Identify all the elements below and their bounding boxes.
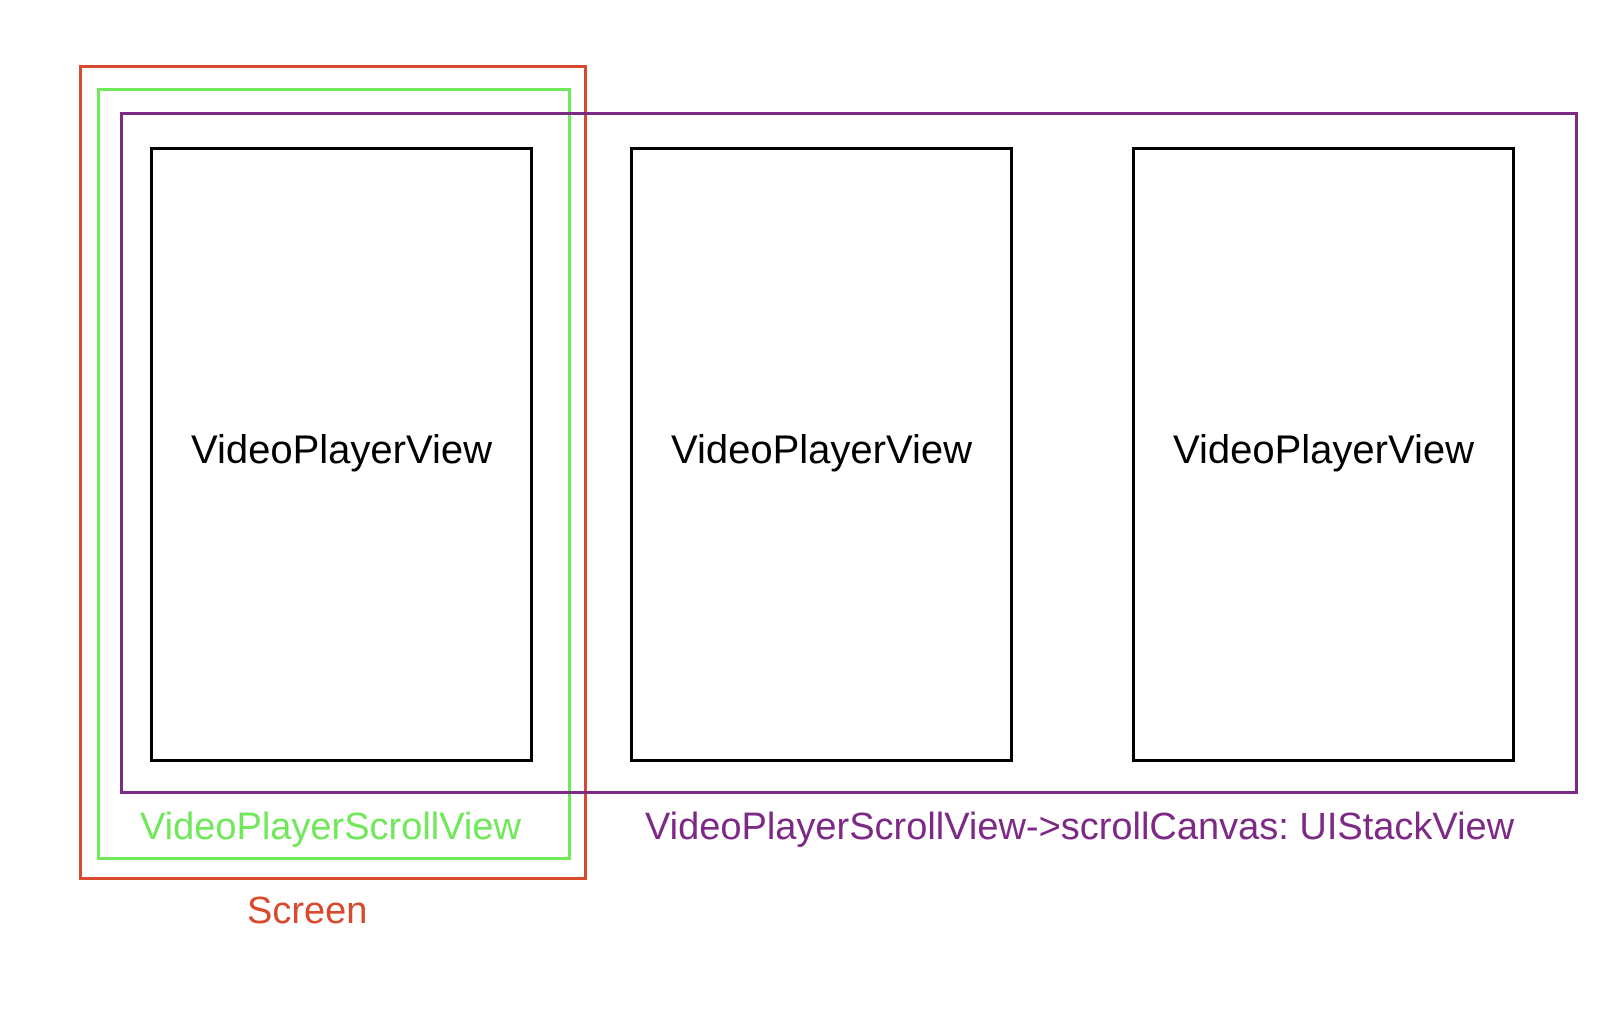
scroll-canvas-label: VideoPlayerScrollView->scrollCanvas: UIS… xyxy=(645,806,1515,848)
video-player-view-1: VideoPlayerView xyxy=(150,147,533,762)
video-player-view-2: VideoPlayerView xyxy=(630,147,1013,762)
screen-label: Screen xyxy=(247,890,368,932)
video-player-view-label: VideoPlayerView xyxy=(671,428,972,472)
scroll-view-label: VideoPlayerScrollView xyxy=(140,806,521,848)
screen-frame xyxy=(79,65,587,880)
video-player-view-label: VideoPlayerView xyxy=(191,428,492,472)
scroll-view-frame xyxy=(97,88,571,860)
video-player-view-3: VideoPlayerView xyxy=(1132,147,1515,762)
scroll-canvas-frame xyxy=(120,112,1578,794)
video-player-view-label: VideoPlayerView xyxy=(1173,428,1474,472)
